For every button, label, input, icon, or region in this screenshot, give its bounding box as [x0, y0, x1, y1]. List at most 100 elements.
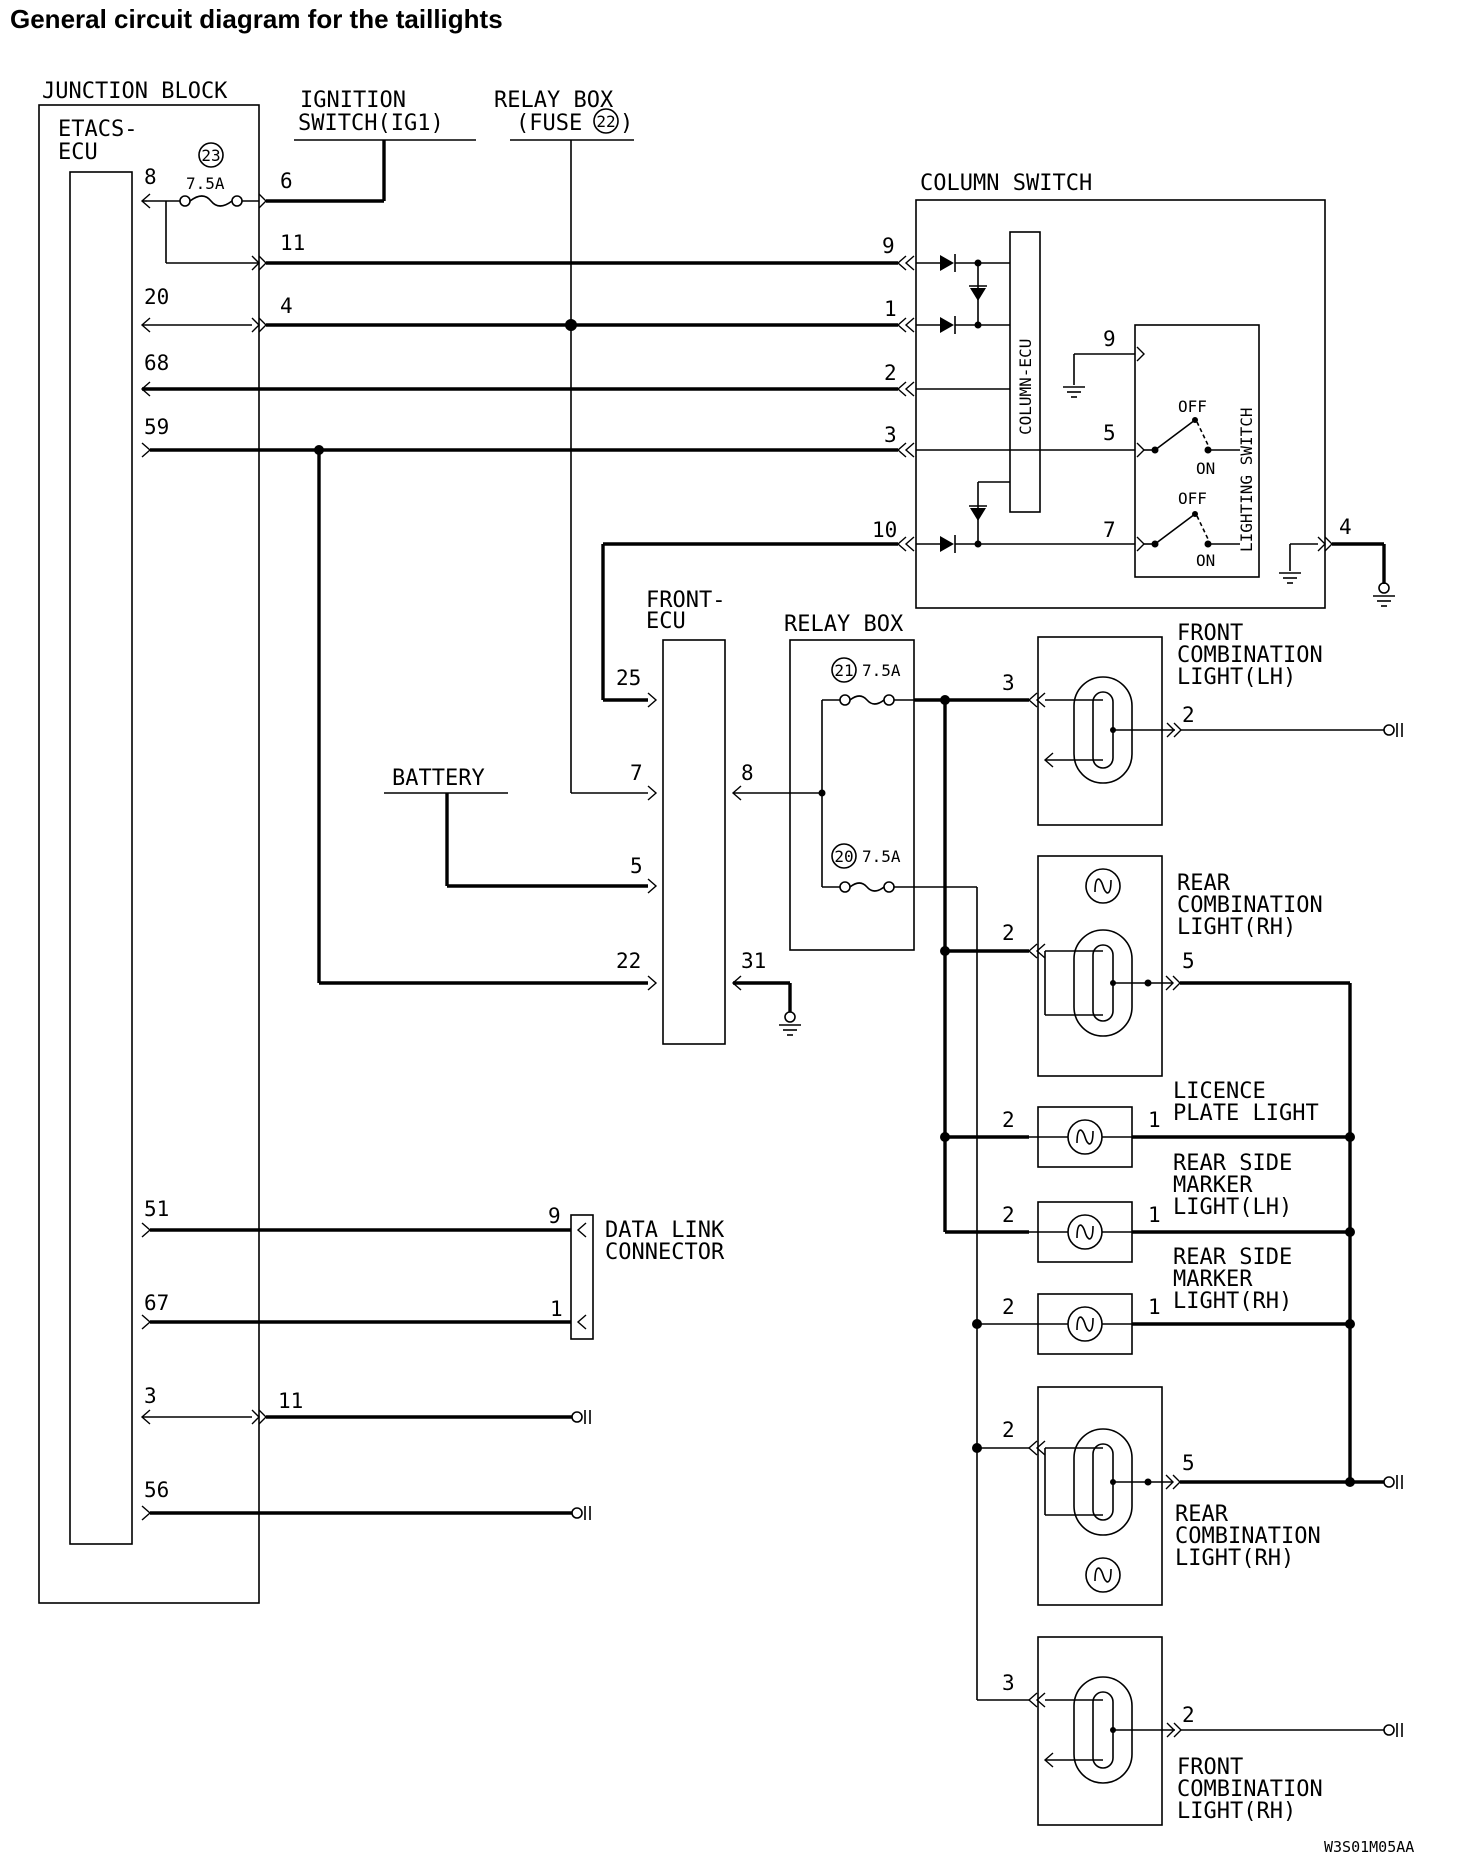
licence-pin-2: 2 [1002, 1108, 1015, 1132]
rear-combination-light-rh-lower: REAR COMBINATION LIGHT(RH) 2 5 [1002, 1386, 1321, 1606]
column-ecu-label: COLUMN-ECU [1016, 339, 1035, 435]
rcl-rh-u-label-1: REAR [1177, 871, 1231, 896]
rsm-lh-label-2: MARKER [1173, 1173, 1253, 1198]
rcl-rh-u-label-3: LIGHT(RH) [1177, 915, 1296, 940]
relay-box: RELAY BOX 21 7.5A 20 7.5A [784, 612, 915, 951]
etacs-pin-67: 67 [144, 1291, 169, 1315]
jb-pin-4: 4 [280, 294, 293, 318]
ignition-switch-label-2: SWITCH(IG1) [298, 111, 444, 136]
front-combination-light-lh: FRONT COMBINATION LIGHT(LH) 3 2 [1002, 621, 1403, 826]
switch-1-on: ON [1196, 459, 1215, 478]
relay-box-fuse-label-1: RELAY BOX [494, 88, 614, 113]
fecu-pin-5: 5 [630, 854, 643, 878]
rsm-rh-label-3: LIGHT(RH) [1173, 1289, 1292, 1314]
etacs-pin-20: 20 [144, 285, 169, 309]
front-ecu-label-1: FRONT- [646, 588, 725, 613]
page-title: General circuit diagram for the tailligh… [10, 4, 503, 34]
fecu-pin-31: 31 [741, 949, 766, 973]
rsm-lh-pin-2: 2 [1002, 1203, 1015, 1227]
cs-pin-3: 3 [884, 423, 897, 447]
rcl-rh-u-label-2: COMBINATION [1177, 893, 1323, 918]
fuse-21-number: 21 [834, 661, 853, 680]
rsm-lh-label-1: REAR SIDE [1173, 1151, 1292, 1176]
column-ecu: COLUMN-ECU [1009, 231, 1041, 513]
column-switch: COLUMN SWITCH 9 1 2 3 10 4 COLUMN-ECU [603, 171, 1352, 609]
rsm-rh-pin-1: 1 [1148, 1295, 1161, 1319]
rear-combination-light-rh-upper: REAR COMBINATION LIGHT(RH) 2 5 [1002, 855, 1323, 1077]
rcl-rh-l-pin-5: 5 [1182, 1451, 1195, 1475]
rcl-rh-l-label-3: LIGHT(RH) [1175, 1546, 1294, 1571]
relay-box-label: RELAY BOX [784, 612, 904, 637]
rsm-rh-label-1: REAR SIDE [1173, 1245, 1292, 1270]
etacs-pin-59: 59 [144, 415, 169, 439]
column-switch-ground [1278, 536, 1396, 607]
cs-pin-9: 9 [882, 234, 895, 258]
lighting-switch: LIGHTING SWITCH 9 5 7 OFF ON OFF ON [1103, 324, 1260, 578]
junction-block: JUNCTION BLOCK [38, 79, 260, 1604]
svg-text:): ) [620, 111, 633, 136]
etacs-ecu: ETACS- ECU [58, 117, 137, 1545]
jb-pin-6: 6 [280, 169, 293, 193]
fuse-23-number: 23 [201, 146, 220, 165]
fuse-22-number: 22 [596, 112, 615, 131]
etacs-pin-3: 3 [144, 1384, 157, 1408]
rcl-rh-u-pin-2: 2 [1002, 921, 1015, 945]
fcl-rh-label-2: COMBINATION [1177, 1777, 1323, 1802]
ls-pin-5: 5 [1103, 421, 1116, 445]
fuse-20-number: 20 [834, 847, 853, 866]
junction-block-label: JUNCTION BLOCK [42, 79, 228, 104]
data-link-connector: DATA LINK CONNECTOR 9 1 [548, 1204, 725, 1340]
rsm-rh-label-2: MARKER [1173, 1267, 1253, 1292]
dlc-label-2: CONNECTOR [605, 1240, 725, 1265]
etacs-wiring [140, 140, 898, 1521]
rsm-rh-pin-2: 2 [1002, 1295, 1015, 1319]
lighting-switch-label: LIGHTING SWITCH [1237, 408, 1256, 553]
battery-label: BATTERY [392, 766, 485, 791]
fcl-rh-label-3: LIGHT(RH) [1177, 1799, 1296, 1824]
etacs-pin-68: 68 [144, 351, 169, 375]
cs-pin-4: 4 [1339, 515, 1352, 539]
rcl-rh-l-pin-2: 2 [1002, 1418, 1015, 1442]
fuse-23-rating: 7.5A [186, 174, 225, 193]
etacs-pins: 8 20 68 59 51 67 3 56 6 11 4 11 [144, 165, 305, 1502]
licence-label-2: PLATE LIGHT [1173, 1101, 1319, 1126]
fcl-lh-pin-2: 2 [1182, 703, 1195, 727]
ls-pin-9: 9 [1103, 327, 1116, 351]
fcl-lh-pin-3: 3 [1002, 671, 1015, 695]
rsm-lh-label-3: LIGHT(LH) [1173, 1195, 1292, 1220]
jb-pin-11: 11 [280, 231, 305, 255]
rcl-rh-l-label-2: COMBINATION [1175, 1524, 1321, 1549]
fcl-rh-label-1: FRONT [1177, 1755, 1243, 1780]
etacs-ecu-label-2: ECU [58, 140, 98, 165]
rear-side-marker-light-lh: REAR SIDE MARKER LIGHT(LH) 2 1 [1002, 1151, 1292, 1263]
etacs-ecu-label-1: ETACS- [58, 117, 137, 142]
fuse-23: 23 7.5A [147, 142, 259, 207]
fecu-pin-25: 25 [616, 666, 641, 690]
cs-pin-1: 1 [884, 297, 897, 321]
fecu-pin-7: 7 [630, 761, 643, 785]
dlc-label-1: DATA LINK [605, 1218, 725, 1243]
fuse-21-rating: 7.5A [862, 661, 901, 680]
rcl-rh-u-pin-5: 5 [1182, 949, 1195, 973]
etacs-pin-56: 56 [144, 1478, 169, 1502]
rear-side-marker-light-rh: REAR SIDE MARKER LIGHT(RH) 2 1 [1002, 1245, 1292, 1355]
cs-pin-2: 2 [884, 361, 897, 385]
fcl-rh-pin-3: 3 [1002, 1671, 1015, 1695]
fecu-pin-22: 22 [616, 949, 641, 973]
battery: BATTERY [384, 766, 648, 888]
fcl-lh-label-3: LIGHT(LH) [1177, 665, 1296, 690]
licence-pin-1: 1 [1148, 1108, 1161, 1132]
switch-1-off: OFF [1178, 397, 1207, 416]
column-switch-label: COLUMN SWITCH [920, 171, 1092, 196]
switch-2-on: ON [1196, 551, 1215, 570]
output-wiring [914, 695, 1403, 1701]
etacs-pin-8: 8 [144, 165, 157, 189]
dlc-pin-1: 1 [550, 1297, 563, 1321]
relay-box-fuse-22: RELAY BOX (FUSE 22 ) [494, 88, 648, 794]
cs-pin-10: 10 [872, 518, 897, 542]
relay-box-fuse-label-2: (FUSE [516, 111, 582, 136]
figure-code: W3S01M05AA [1324, 1838, 1414, 1856]
front-combination-light-rh: FRONT COMBINATION LIGHT(RH) 3 2 [1002, 1636, 1403, 1826]
dlc-pin-9: 9 [548, 1204, 561, 1228]
